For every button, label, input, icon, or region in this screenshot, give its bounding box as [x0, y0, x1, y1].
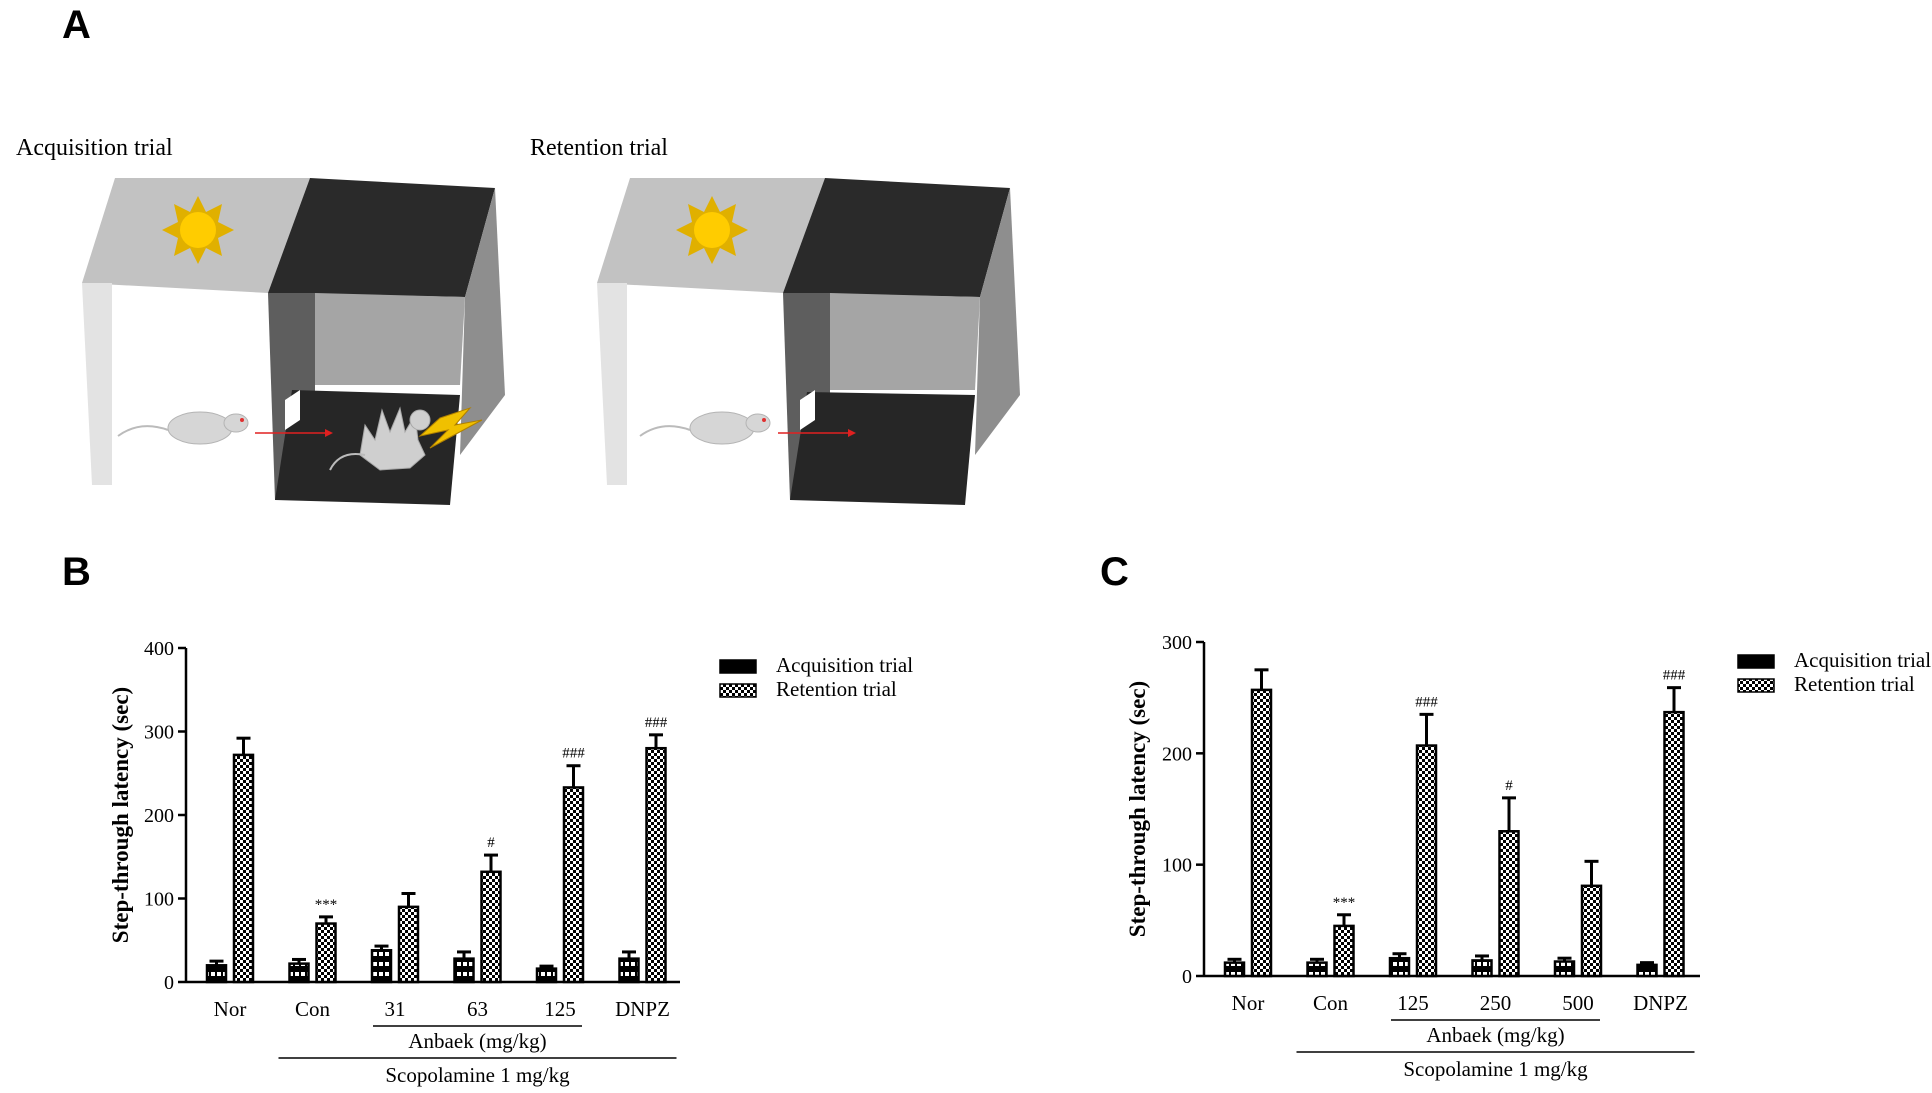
y-tick-label: 200	[144, 805, 174, 827]
significance-label: ***	[1333, 895, 1356, 911]
panel-letter-b: B	[62, 550, 91, 594]
x-tick-label: Con	[295, 997, 331, 1021]
significance-label: #	[487, 835, 495, 851]
treatment-group-label: Scopolamine 1 mg/kg	[385, 1063, 570, 1087]
significance-label: #	[1505, 778, 1513, 794]
legend-swatch	[719, 659, 757, 674]
bar-retention	[315, 922, 337, 984]
bar-retention	[1498, 830, 1520, 978]
significance-label: ###	[562, 746, 585, 762]
bar-retention	[397, 905, 420, 984]
y-tick-label: 0	[1182, 966, 1192, 988]
y-tick-label: 300	[144, 722, 174, 744]
bar-retention	[1333, 924, 1355, 978]
panel-letter-c: C	[1100, 550, 1129, 594]
y-tick-label: 200	[1162, 743, 1192, 765]
retention-box-diagram	[597, 178, 1020, 505]
bar-retention	[480, 870, 502, 984]
y-axis-label: Step-through latency (sec)	[108, 687, 133, 943]
mouse-icon	[639, 411, 771, 445]
mouse-icon	[117, 411, 249, 445]
bar-acquisition	[1306, 961, 1328, 978]
significance-label: ###	[1663, 668, 1686, 684]
y-axis-label: Step-through latency (sec)	[1125, 681, 1150, 937]
bar-retention	[562, 786, 585, 984]
bar-acquisition	[1553, 960, 1576, 978]
x-tick-label: Nor	[214, 997, 247, 1021]
legend-swatch	[1737, 678, 1775, 693]
bar-acquisition	[288, 962, 310, 984]
bar-acquisition	[1388, 956, 1411, 978]
bar-retention	[1663, 710, 1685, 978]
x-tick-label: 125	[1397, 991, 1429, 1015]
bar-acquisition	[1471, 959, 1493, 978]
significance-label: ###	[645, 715, 668, 731]
acquisition-box-diagram	[82, 178, 505, 505]
acquisition-trial-title: Acquisition trial	[16, 135, 173, 161]
legend-entry: Acquisition trial	[1794, 648, 1931, 672]
y-tick-label: 300	[1162, 632, 1192, 654]
y-tick-label: 0	[164, 972, 174, 994]
x-tick-label: Nor	[1232, 991, 1265, 1015]
x-tick-label: Con	[1313, 991, 1349, 1015]
bar-acquisition	[370, 949, 393, 984]
legend-entry: Retention trial	[776, 677, 897, 701]
y-tick-label: 400	[144, 638, 174, 660]
panel-letter-a: A	[62, 3, 91, 47]
treatment-group-label: Scopolamine 1 mg/kg	[1403, 1057, 1588, 1081]
y-tick-label: 100	[144, 889, 174, 911]
bar-retention	[1250, 688, 1273, 978]
bar-acquisition	[1223, 961, 1246, 978]
lightning-icon	[418, 406, 483, 449]
bar-acquisition	[1636, 963, 1658, 978]
significance-label: ###	[1415, 694, 1438, 710]
bar-retention	[1415, 744, 1438, 978]
bar-acquisition	[453, 957, 475, 984]
bar-retention	[645, 746, 667, 984]
bar-acquisition	[535, 967, 558, 984]
x-tick-label: 63	[467, 997, 488, 1021]
significance-label: ***	[315, 897, 338, 913]
retention-trial-title: Retention trial	[530, 135, 668, 161]
x-tick-label: DNPZ	[615, 997, 670, 1021]
legend-swatch	[1737, 654, 1775, 669]
dose-group-label: Anbaek (mg/kg)	[408, 1029, 546, 1053]
bar-retention	[1580, 884, 1603, 978]
bar-retention	[232, 753, 255, 984]
x-tick-label: 250	[1480, 991, 1512, 1015]
x-tick-label: 500	[1562, 991, 1594, 1015]
dose-group-label: Anbaek (mg/kg)	[1426, 1023, 1564, 1047]
legend-swatch	[719, 683, 757, 698]
x-tick-label: DNPZ	[1633, 991, 1688, 1015]
y-tick-label: 100	[1162, 855, 1192, 877]
sun-icon	[162, 196, 234, 264]
legend-entry: Acquisition trial	[776, 653, 913, 677]
x-tick-label: 125	[544, 997, 576, 1021]
bar-acquisition	[618, 957, 640, 984]
sun-icon	[676, 196, 748, 264]
x-tick-label: 31	[385, 997, 406, 1021]
bar-acquisition	[205, 964, 228, 984]
startled-mouse-icon	[329, 406, 431, 471]
legend-entry: Retention trial	[1794, 672, 1915, 696]
